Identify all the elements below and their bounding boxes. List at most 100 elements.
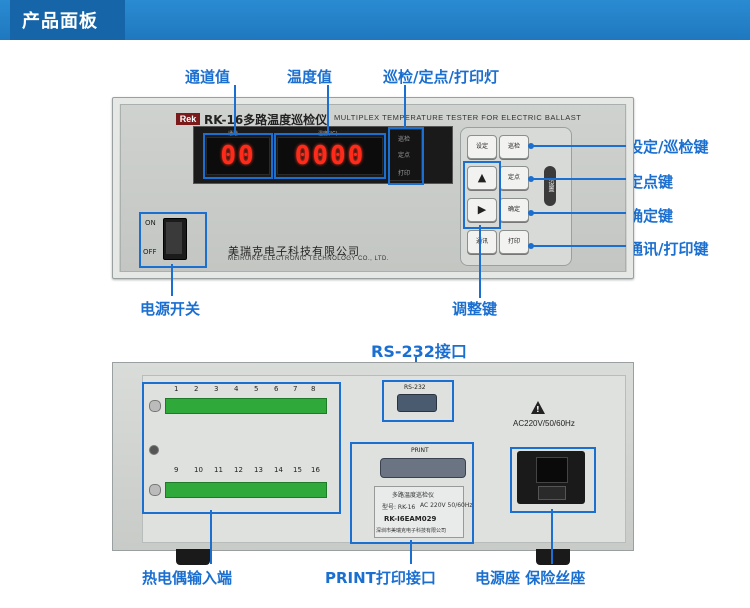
dot-comm-print bbox=[528, 243, 534, 249]
leader-comm-print bbox=[531, 245, 626, 247]
leader-print bbox=[410, 540, 412, 564]
terminal-label: 13 bbox=[254, 466, 263, 474]
confirm-key[interactable]: 确定 bbox=[499, 198, 529, 222]
terminal-label: 16 bbox=[311, 466, 320, 474]
terminal-label: 4 bbox=[234, 385, 239, 393]
nameplate-title: 多路温度巡检仪 bbox=[392, 492, 435, 499]
callout-confirm-key: 确定键 bbox=[628, 207, 674, 225]
nameplate bbox=[374, 486, 464, 538]
callout-rs232: RS-232接口 bbox=[371, 342, 467, 361]
indicator-patrol: 巡检 bbox=[398, 136, 411, 143]
foot-right bbox=[536, 549, 570, 565]
header-tab bbox=[10, 0, 125, 40]
print-highlight bbox=[350, 442, 474, 544]
leader-thermocouple bbox=[210, 510, 212, 564]
right-key[interactable]: ▶ bbox=[467, 198, 497, 222]
leader-power-socket bbox=[551, 509, 553, 564]
fuse-holder[interactable] bbox=[538, 486, 566, 500]
comm-key[interactable]: 通讯 bbox=[467, 230, 497, 254]
callout-patrol-lights: 巡检/定点/打印灯 bbox=[383, 68, 499, 86]
callout-thermocouple: 热电偶输入端 bbox=[142, 569, 233, 587]
leader-power-switch bbox=[171, 264, 173, 296]
company-name-cn: 美瑞克电子科技有限公司 bbox=[228, 245, 360, 258]
temperature-highlight bbox=[274, 133, 386, 179]
terminal-label: 1 bbox=[174, 385, 179, 393]
english-title: MULTIPLEX TEMPERATURE TESTER FOR ELECTRI… bbox=[334, 113, 582, 122]
set-key[interactable]: 设定 bbox=[467, 135, 497, 159]
power-socket-highlight bbox=[510, 447, 596, 513]
switch-off-label: OFF bbox=[143, 248, 157, 256]
fixed-point-key[interactable]: 定点 bbox=[499, 166, 529, 190]
brand-logo: Rek bbox=[176, 113, 200, 125]
rs232-connector[interactable] bbox=[397, 394, 437, 412]
rs232-label: RS-232 bbox=[404, 384, 426, 391]
terminal-label: 14 bbox=[274, 466, 283, 474]
power-switch-highlight bbox=[139, 212, 207, 268]
patrol-key[interactable]: 巡检 bbox=[499, 135, 529, 159]
nameplate-code: RK-I6EAM029 bbox=[384, 515, 437, 523]
print-label: PRINT bbox=[411, 447, 429, 454]
terminal-highlight bbox=[142, 382, 341, 514]
settings-side-label: 设置 bbox=[544, 166, 556, 206]
terminal-label: 8 bbox=[311, 385, 316, 393]
rs232-highlight bbox=[382, 380, 454, 422]
terminal-label: 11 bbox=[214, 466, 223, 474]
foot-left bbox=[176, 549, 210, 565]
leader-confirm bbox=[531, 212, 626, 214]
print-key[interactable]: 打印 bbox=[499, 230, 529, 254]
terminal-label: 6 bbox=[274, 385, 279, 393]
up-key[interactable]: ▲ bbox=[467, 166, 497, 190]
mount-screw-bottom bbox=[149, 484, 161, 496]
leader-channel bbox=[234, 85, 236, 133]
terminal-label: 7 bbox=[293, 385, 298, 393]
iec-inlet bbox=[536, 457, 568, 483]
channel-highlight bbox=[203, 133, 273, 179]
callout-channel: 通道值 bbox=[185, 68, 231, 86]
leader-temperature bbox=[327, 85, 329, 133]
ground-hole bbox=[149, 445, 159, 455]
terminal-strip-top bbox=[165, 398, 327, 414]
terminal-label: 12 bbox=[234, 466, 243, 474]
nameplate-maker: 深圳市美瑞克电子科技有限公司 bbox=[376, 528, 447, 534]
power-switch-rocker bbox=[166, 222, 182, 254]
page-title: 产品面板 bbox=[22, 11, 98, 32]
warning-mark: ! bbox=[536, 405, 540, 414]
callout-temperature: 温度值 bbox=[287, 68, 333, 86]
dot-confirm bbox=[528, 210, 534, 216]
terminal-strip-bottom bbox=[165, 482, 327, 498]
dot-set-patrol bbox=[528, 143, 534, 149]
header-bar bbox=[0, 0, 750, 40]
company-name-en: MEIRUIKE ELECTRONIC TECHNOLOGY CO., LTD. bbox=[228, 256, 390, 262]
terminal-label: 10 bbox=[194, 466, 203, 474]
switch-on-label: ON bbox=[145, 219, 156, 227]
leader-indicator bbox=[404, 85, 406, 127]
adjust-key-highlight bbox=[463, 161, 501, 229]
callout-adjust-key: 调整键 bbox=[452, 300, 498, 318]
terminal-label: 5 bbox=[254, 385, 259, 393]
leader-fixed-point bbox=[531, 178, 626, 180]
callout-print-port: PRINT打印接口 bbox=[325, 569, 436, 587]
leader-adjust-key bbox=[479, 225, 481, 298]
power-spec: AC220V/50/60Hz bbox=[513, 419, 575, 428]
callout-power-switch: 电源开关 bbox=[140, 300, 201, 318]
terminal-label: 15 bbox=[293, 466, 302, 474]
print-connector[interactable] bbox=[380, 458, 466, 478]
channel-display: 00 bbox=[206, 137, 270, 175]
dot-fixed-point bbox=[528, 176, 534, 182]
leader-set-patrol bbox=[531, 145, 626, 147]
warning-icon bbox=[531, 401, 545, 414]
indicator-print: 打印 bbox=[398, 170, 411, 177]
callout-fixed-point-key: 定点键 bbox=[628, 173, 674, 191]
callout-set-patrol-key: 设定/巡检键 bbox=[628, 138, 709, 156]
terminal-label: 3 bbox=[214, 385, 219, 393]
nameplate-model: 型号: RK-16 bbox=[382, 504, 416, 511]
callout-power-socket: 电源座 保险丝座 bbox=[475, 569, 586, 587]
terminal-label: 2 bbox=[194, 385, 199, 393]
indicator-highlight bbox=[388, 127, 424, 185]
mount-screw-top bbox=[149, 400, 161, 412]
temperature-display: 0000 bbox=[277, 137, 383, 175]
nameplate-power: AC 220V 50/60Hz bbox=[420, 502, 473, 509]
indicator-panel bbox=[388, 129, 422, 181]
indicator-fixed: 定点 bbox=[398, 152, 411, 159]
terminal-label: 9 bbox=[174, 466, 179, 474]
